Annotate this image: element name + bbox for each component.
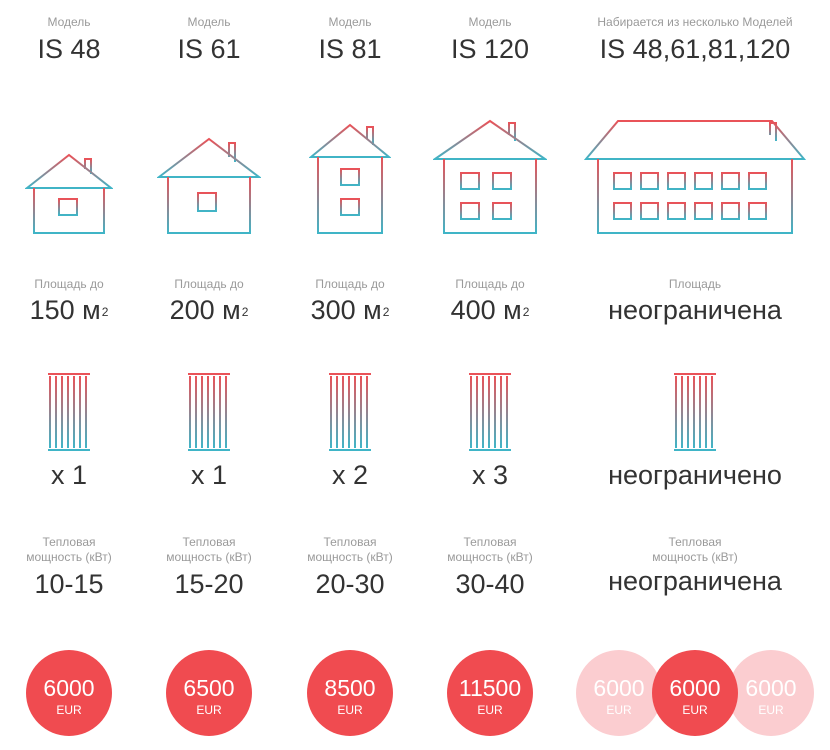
model-column-is48: Модель IS 48 Площадь до 150 м2 x 1 Тепло… (0, 0, 138, 750)
price-currency: EUR (337, 703, 363, 717)
price-badge[interactable]: 6000 EUR (26, 650, 112, 736)
price-amount: 8500 (324, 675, 376, 701)
price-amount: 6000 (745, 675, 797, 701)
area-value: 300 м2 (310, 295, 390, 325)
area-value: 150 м2 (29, 295, 109, 325)
radiator-count: неограничено (608, 460, 782, 490)
radiator-icon (420, 372, 560, 452)
area-label: Площадь до (34, 277, 104, 291)
house-icon (138, 100, 280, 235)
radiator-count: x 2 (331, 460, 369, 490)
house-icon (280, 100, 420, 235)
model-label: Модель (187, 15, 231, 29)
power-value: 30-40 (455, 569, 525, 599)
model-name: IS 61 (177, 34, 241, 64)
price-badge[interactable]: 6000 EUR (652, 650, 738, 736)
power-value: 20-30 (315, 569, 385, 599)
house-icon (420, 100, 560, 235)
model-label: Модель (47, 15, 91, 29)
radiator-icon (570, 372, 820, 452)
model-name: IS 48,61,81,120 (599, 34, 791, 64)
area-label: Площадь до (174, 277, 244, 291)
price-amount: 6500 (183, 675, 235, 701)
area-label: Площадь (668, 277, 722, 291)
model-column-combined: Набирается из несколько Моделей IS 48,61… (570, 0, 820, 750)
area-label: Площадь до (315, 277, 385, 291)
model-name: IS 120 (450, 34, 530, 64)
radiator-count: x 3 (471, 460, 509, 490)
price-badge[interactable]: 8500 EUR (307, 650, 393, 736)
price-amount: 6000 (593, 675, 645, 701)
power-value: неограничена (608, 566, 782, 596)
price-currency: EUR (196, 703, 222, 717)
price-currency: EUR (477, 703, 503, 717)
area-label: Площадь до (455, 277, 525, 291)
model-label: Модель (328, 15, 372, 29)
area-value: 200 м2 (169, 295, 249, 325)
power-value: 10-15 (34, 569, 104, 599)
radiator-count: x 1 (190, 460, 228, 490)
radiator-icon (138, 372, 280, 452)
model-label: Набирается из несколько Моделей (597, 15, 793, 29)
price-amount: 6000 (669, 675, 721, 701)
radiator-icon (280, 372, 420, 452)
area-value: неограничена (608, 295, 782, 325)
radiator-count: x 1 (50, 460, 88, 490)
power-value: 15-20 (174, 569, 244, 599)
price-currency: EUR (56, 703, 82, 717)
model-column-is120: Модель IS 120 Площадь до 400 м2 x 3 Тепл… (420, 0, 560, 750)
price-currency: EUR (682, 703, 708, 717)
price-currency: EUR (758, 703, 784, 717)
model-name: IS 48 (37, 34, 101, 64)
price-currency: EUR (606, 703, 632, 717)
house-icon (570, 100, 820, 235)
model-label: Модель (468, 15, 512, 29)
price-badge[interactable]: 11500 EUR (447, 650, 533, 736)
model-column-is61: Модель IS 61 Площадь до 200 м2 x 1 Тепло… (138, 0, 280, 750)
price-badge[interactable]: 6500 EUR (166, 650, 252, 736)
area-value: 400 м2 (450, 295, 530, 325)
price-amount: 11500 (458, 675, 522, 701)
house-icon (0, 100, 138, 235)
price-amount: 6000 (43, 675, 95, 701)
price-badge-left[interactable]: 6000 EUR (576, 650, 662, 736)
price-badge-group: 6000 EUR 6000 EUR 6000 EUR (570, 650, 820, 736)
model-name: IS 81 (318, 34, 382, 64)
price-badge-right[interactable]: 6000 EUR (728, 650, 814, 736)
model-column-is81: Модель IS 81 Площадь до 300 м2 x 2 Тепло… (280, 0, 420, 750)
radiator-icon (0, 372, 138, 452)
